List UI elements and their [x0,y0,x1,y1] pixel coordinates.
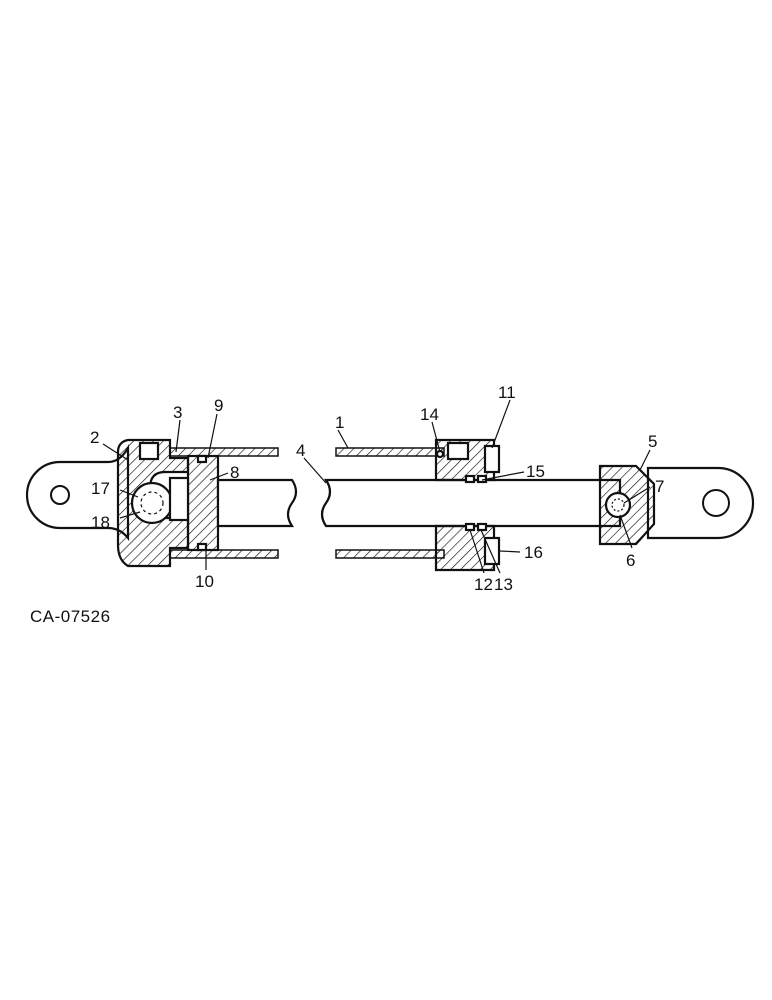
rod-end-assembly [320,438,755,572]
gland-bolt-top [483,444,501,474]
roll-pin-inner [611,498,625,512]
figure-code: CA-07526 [30,607,111,626]
label-17: 17 [91,479,110,498]
part-labels: 2 3 9 8 17 18 10 4 1 14 11 15 16 12 13 5… [90,383,664,594]
label-7: 7 [655,477,664,496]
label-8: 8 [230,463,239,482]
rod-port [446,441,470,461]
barrel-wall-top-right [335,447,445,457]
label-18: 18 [91,513,110,532]
rod-seal-top [464,474,476,484]
rod-left-segment [216,478,298,528]
roll-pin [604,491,632,519]
rod-seal-bottom [464,522,476,532]
rod-clevis-hole [702,489,730,517]
leader-lines [102,399,651,574]
label-13: 13 [494,575,513,594]
label-2: 2 [90,428,99,447]
label-11: 11 [498,383,516,402]
label-14: 14 [420,405,439,424]
label-9: 9 [214,396,223,415]
base-clevis-hole [50,485,70,505]
label-10: 10 [195,572,214,591]
label-12: 12 [474,575,493,594]
ball-check-valve [130,481,174,525]
piston [186,454,220,552]
base-end-assembly [25,438,298,568]
piston-seal-bottom [196,542,208,552]
piston-rod [320,478,622,528]
gland-bolt-bottom [483,536,501,566]
label-5: 5 [648,432,657,451]
barrel-wall-top-left [169,447,279,457]
wiper-bottom [476,522,488,532]
label-16: 16 [524,543,543,562]
barrel-wall-bottom-right [335,549,445,559]
rod-clevis-eye [646,466,755,540]
label-3: 3 [173,403,182,422]
base-port [138,441,160,461]
label-1: 1 [335,413,344,432]
piston-nut [168,476,190,522]
label-15: 15 [526,462,545,481]
ball-check-inner [140,491,164,515]
label-6: 6 [626,551,635,570]
label-4: 4 [296,441,305,460]
piston-seal-top [196,454,208,464]
rod-break-line [321,479,331,527]
base-clevis-eye [25,443,130,542]
barrel-wall-bottom-left [169,549,279,559]
